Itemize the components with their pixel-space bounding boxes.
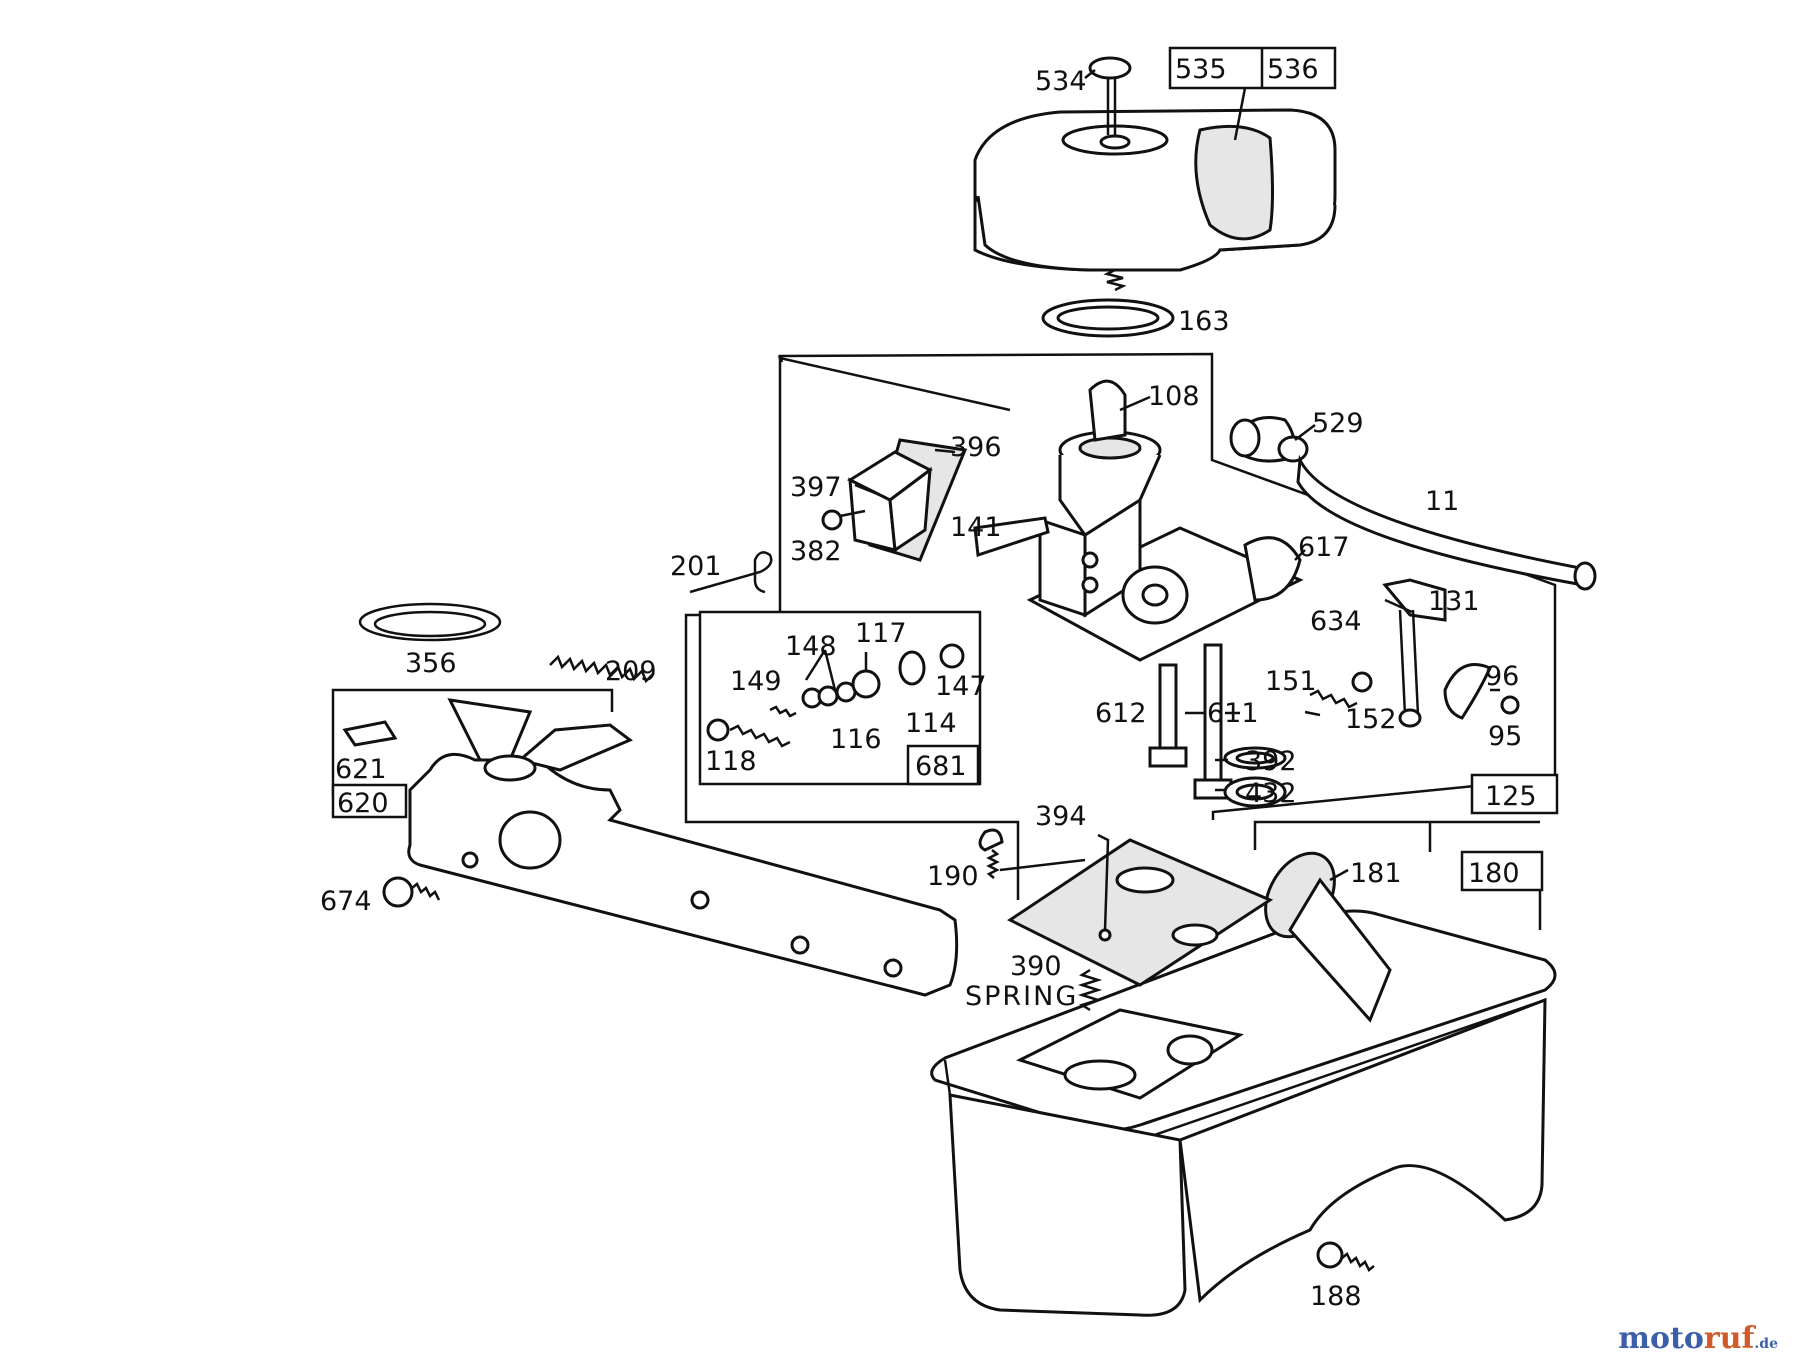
washer-392 [1223, 746, 1287, 770]
fuel-pipes [1148, 643, 1233, 800]
label-634: 634 [1310, 606, 1362, 637]
label-535: 535 [1175, 54, 1227, 85]
label-108: 108 [1148, 381, 1200, 412]
label-396: 396 [950, 432, 1002, 463]
label-356: 356 [405, 648, 457, 679]
label-141: 141 [950, 512, 1002, 543]
label-116: 116 [830, 724, 882, 755]
label-382: 382 [790, 536, 842, 567]
choke-plate-396 [846, 438, 968, 562]
label-617: 617 [1298, 532, 1350, 563]
label-163: 163 [1178, 306, 1230, 337]
label-620: 620 [337, 788, 389, 819]
label-148: 148 [785, 631, 837, 662]
wing-nut-knob [1088, 56, 1132, 135]
air-cleaner-cover [973, 108, 1337, 272]
label-114: 114 [905, 708, 957, 739]
tank-frame-180 [1253, 820, 1544, 930]
needle-valve-634 [1382, 578, 1447, 728]
label-392: 392 [1245, 746, 1297, 777]
label-612: 612 [1095, 698, 1147, 729]
label-394: 394 [1035, 801, 1087, 832]
screw-382 [821, 509, 866, 531]
label-spring: SPRING [965, 981, 1078, 1012]
spring-390 [1077, 968, 1103, 1012]
label-432: 432 [1245, 778, 1297, 809]
label-118: 118 [705, 746, 757, 777]
label-151: 151 [1265, 666, 1317, 697]
control-plate [407, 752, 959, 997]
label-209: 209 [605, 656, 657, 687]
label-681: 681 [915, 751, 967, 782]
elbow-fitting-529 [1229, 416, 1309, 463]
label-96: 96 [1485, 661, 1519, 692]
fuel-pipe-11 [1296, 454, 1597, 591]
carburetor-body [1026, 379, 1304, 662]
box-125 [1470, 773, 1559, 815]
carburetor-assembly-frame [684, 352, 1557, 900]
washer-432 [1223, 776, 1287, 808]
label-188: 188 [1310, 1281, 1362, 1312]
needle-parts-681 [706, 643, 965, 748]
link-201 [689, 551, 773, 594]
watermark-logo: motoruf.de [1618, 1321, 1778, 1356]
label-534: 534 [1035, 66, 1087, 97]
label-152: 152 [1345, 704, 1397, 735]
screw-674 [382, 876, 441, 908]
spring-356 [358, 602, 502, 642]
throttle-shaft-141 [973, 516, 1050, 558]
label-390: 390 [1010, 951, 1062, 982]
spring-clip-96 [1443, 663, 1520, 720]
label-95: 95 [1488, 721, 1522, 752]
label-131: 131 [1428, 586, 1480, 617]
screw-190 [978, 828, 1004, 879]
governor-frame-620 [331, 688, 614, 819]
spring-209 [549, 654, 655, 684]
label-149: 149 [730, 666, 782, 697]
box-535-536 [1168, 46, 1337, 90]
watermark-part3: .de [1754, 1336, 1778, 1352]
governor-lever [447, 698, 633, 782]
screw-151 [1309, 671, 1373, 709]
fuel-tank [930, 909, 1557, 1317]
watermark-part1: moto [1618, 1321, 1704, 1356]
label-125: 125 [1485, 781, 1537, 812]
label-201: 201 [670, 551, 722, 582]
fuel-strainer-181 [1264, 851, 1392, 1023]
label-397: 397 [790, 472, 842, 503]
label-190: 190 [927, 861, 979, 892]
label-621: 621 [335, 754, 387, 785]
label-11: 11 [1425, 486, 1459, 517]
label-611: 611 [1207, 698, 1259, 729]
label-180: 180 [1468, 858, 1520, 889]
label-117: 117 [855, 618, 907, 649]
label-181: 181 [1350, 858, 1402, 889]
gasket-394 [1007, 833, 1274, 987]
label-147: 147 [935, 671, 987, 702]
mounting-spring-top [1103, 268, 1127, 292]
air-filter-element [1194, 124, 1274, 241]
label-529: 529 [1312, 408, 1364, 439]
air-cleaner-gasket [1041, 298, 1175, 338]
clip-621 [342, 720, 398, 747]
label-674: 674 [320, 886, 372, 917]
watermark-part2: ruf [1703, 1321, 1755, 1356]
screw-188 [1316, 1241, 1375, 1272]
label-536: 536 [1267, 54, 1319, 85]
